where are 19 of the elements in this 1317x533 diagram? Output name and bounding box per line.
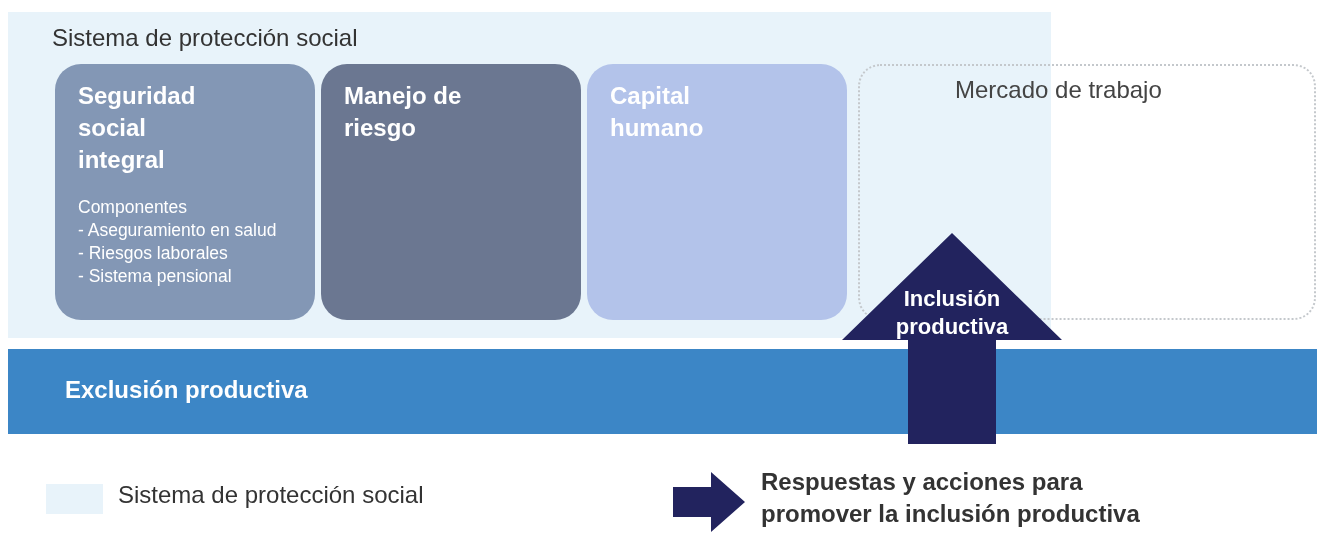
legend-label: Respuestas y acciones para promover la inclusión productiva	[761, 467, 1141, 529]
exclusion-band	[8, 349, 1317, 434]
component-card	[587, 64, 847, 320]
system-panel	[8, 12, 1051, 338]
band-label: Exclusión productiva	[65, 376, 308, 404]
box-title: Mercado de trabajo	[955, 76, 1162, 104]
card-text: - Riesgos laborales	[78, 242, 229, 265]
group-title: Sistema de protección social	[52, 24, 358, 52]
card-heading: Seguridad social integral	[78, 81, 197, 175]
card-text: Componentes	[78, 196, 188, 219]
component-card	[321, 64, 581, 320]
component-card	[55, 64, 315, 320]
card-heading: Capital humano	[610, 81, 705, 143]
card-text: - Aseguramiento en salud	[78, 219, 278, 242]
card-heading: Manejo de riesgo	[344, 81, 463, 143]
card-text: - Sistema pensional	[78, 265, 233, 288]
legend-label: Sistema de protección social	[118, 481, 424, 509]
edge-label: Inclusión productiva	[894, 285, 1010, 341]
arrow	[842, 233, 1062, 444]
